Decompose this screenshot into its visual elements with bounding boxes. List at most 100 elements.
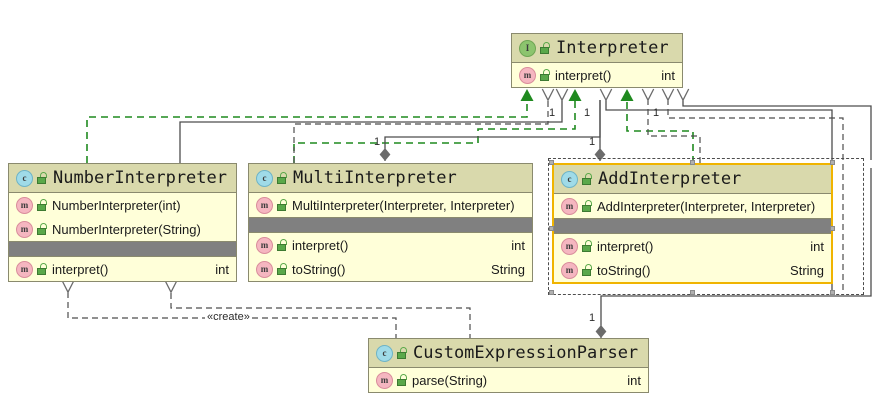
resize-handle-ne[interactable] — [830, 160, 835, 165]
class-name-custom-expression-parser: CustomExpressionParser — [413, 343, 639, 363]
section-separator — [249, 217, 532, 233]
lock-icon — [277, 263, 288, 275]
member-label: interpret() — [52, 261, 109, 277]
edge-group-realizations: Interpreter (green dashed realization) -… — [86, 89, 694, 163]
class-name-number-interpreter: NumberInterpreter — [53, 168, 227, 188]
interface-icon: I — [519, 39, 536, 57]
resize-handle-s[interactable] — [690, 290, 695, 295]
member-row[interactable]: m toString() String — [554, 258, 831, 282]
member-type: int — [810, 238, 824, 254]
method-icon: m — [561, 237, 578, 255]
method-icon: m — [256, 196, 273, 214]
lock-icon — [582, 240, 593, 252]
class-header-number-interpreter: c NumberInterpreter — [9, 164, 236, 193]
method-icon: m — [376, 371, 393, 389]
member-label: toString() — [292, 261, 346, 277]
member-label: interpret() — [555, 67, 612, 83]
member-row[interactable]: m interpret() int — [554, 234, 831, 258]
member-type: int — [661, 67, 675, 83]
lock-icon — [397, 347, 408, 359]
class-header-multi-interpreter: c MultiInterpreter — [249, 164, 532, 193]
member-label: AddInterpreter(Interpreter, Interpreter) — [597, 198, 816, 214]
member-type: int — [627, 372, 641, 388]
member-row[interactable]: m parse(String) int — [369, 368, 648, 392]
class-icon: c — [376, 344, 393, 362]
class-box-multi-interpreter[interactable]: c MultiInterpreter m MultiInterpreter(In… — [248, 163, 533, 282]
lock-icon — [582, 173, 593, 185]
resize-handle-nw[interactable] — [549, 160, 554, 165]
member-type: String — [790, 262, 824, 278]
method-icon: m — [16, 260, 33, 278]
lock-icon — [37, 223, 48, 235]
lock-icon — [397, 374, 408, 386]
resize-handle-se[interactable] — [830, 290, 835, 295]
member-row[interactable]: m toString() String — [249, 257, 532, 281]
member-type: int — [215, 261, 229, 277]
member-row[interactable]: m NumberInterpreter(int) — [9, 193, 236, 217]
class-name-interpreter: Interpreter — [556, 38, 669, 58]
member-row[interactable]: m interpret() int — [249, 233, 532, 257]
member-label: NumberInterpreter(String) — [52, 221, 201, 237]
member-label: interpret() — [292, 237, 349, 253]
method-icon: m — [519, 66, 536, 84]
method-section-multi-interpreter: m interpret() int m toString() String — [249, 233, 532, 281]
method-section-custom-expression-parser: m parse(String) int — [369, 368, 648, 392]
constructor-section-number-interpreter: m NumberInterpreter(int) m NumberInterpr… — [9, 193, 236, 241]
lock-icon — [540, 42, 551, 54]
method-icon: m — [561, 261, 578, 279]
class-name-multi-interpreter: MultiInterpreter — [293, 168, 457, 188]
member-label: interpret() — [597, 238, 654, 254]
constructor-section-multi-interpreter: m MultiInterpreter(Interpreter, Interpre… — [249, 193, 532, 217]
class-header-interpreter: I Interpreter — [512, 34, 682, 63]
method-icon: m — [256, 260, 273, 278]
member-row[interactable]: m interpret() int — [9, 257, 236, 281]
resize-handle-e[interactable] — [830, 226, 835, 231]
lock-icon — [277, 239, 288, 251]
lock-icon — [277, 172, 288, 184]
method-icon: m — [16, 196, 33, 214]
multiplicity-label: 1 — [653, 107, 660, 119]
member-row[interactable]: m interpret() int — [512, 63, 682, 87]
class-icon: c — [16, 169, 33, 187]
multiplicity-label: 1 — [584, 107, 591, 119]
member-label: parse(String) — [412, 372, 488, 388]
member-label: NumberInterpreter(int) — [52, 197, 181, 213]
class-box-custom-expression-parser[interactable]: c CustomExpressionParser m parse(String)… — [368, 338, 649, 393]
member-row[interactable]: m MultiInterpreter(Interpreter, Interpre… — [249, 193, 532, 217]
method-section-add-interpreter: m interpret() int m toString() String — [554, 234, 831, 282]
multiplicity-label: 1 — [374, 136, 381, 148]
method-icon: m — [561, 197, 578, 215]
class-box-number-interpreter[interactable]: c NumberInterpreter m NumberInterpreter(… — [8, 163, 237, 282]
section-separator — [9, 241, 236, 257]
class-name-add-interpreter: AddInterpreter — [598, 169, 742, 189]
lock-icon — [540, 69, 551, 81]
member-label: toString() — [597, 262, 651, 278]
lock-icon — [277, 199, 288, 211]
method-section-number-interpreter: m interpret() int — [9, 257, 236, 281]
lock-icon — [582, 264, 593, 276]
lock-icon — [37, 172, 48, 184]
member-type: String — [491, 261, 525, 277]
method-icon: m — [16, 220, 33, 238]
member-row[interactable]: m AddInterpreter(Interpreter, Interprete… — [554, 194, 831, 218]
member-section-interpreter: m interpret() int — [512, 63, 682, 87]
resize-handle-w[interactable] — [549, 226, 554, 231]
lock-icon — [37, 263, 48, 275]
multiplicity-label: 1 — [589, 136, 596, 148]
resize-handle-sw[interactable] — [549, 290, 554, 295]
create-stereotype-label: «create» — [205, 311, 252, 323]
section-separator — [554, 218, 831, 234]
multiplicity-label: 1 — [589, 312, 596, 324]
method-icon: m — [256, 236, 273, 254]
multiplicity-label: 1 — [549, 107, 556, 119]
member-type: int — [511, 237, 525, 253]
class-icon: c — [256, 169, 273, 187]
class-box-interpreter[interactable]: I Interpreter m interpret() int — [511, 33, 683, 88]
resize-handle-n[interactable] — [690, 160, 695, 165]
member-row[interactable]: m NumberInterpreter(String) — [9, 217, 236, 241]
class-box-add-interpreter[interactable]: c AddInterpreter m AddInterpreter(Interp… — [552, 163, 833, 284]
member-label: MultiInterpreter(Interpreter, Interprete… — [292, 197, 515, 213]
lock-icon — [582, 200, 593, 212]
class-header-custom-expression-parser: c CustomExpressionParser — [369, 339, 648, 368]
